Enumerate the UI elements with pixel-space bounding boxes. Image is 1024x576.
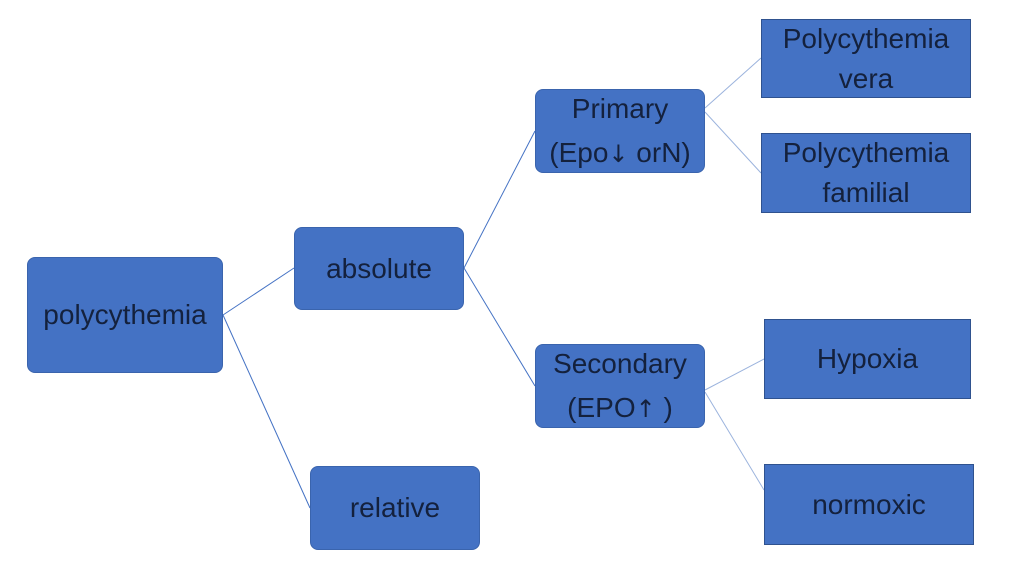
connector-absolute-primary xyxy=(463,130,536,269)
node-primary: Primary (Epo↓ orN) xyxy=(535,89,705,173)
node-vera-line1: Polycythemia xyxy=(782,22,950,54)
node-familial-line1: Polycythemia xyxy=(782,137,950,168)
connector-secondary-normoxic xyxy=(704,391,765,491)
node-polycythemia-vera: Polycythemia vera xyxy=(761,19,971,98)
node-absolute-label: absolute xyxy=(326,252,432,284)
arrow-down-icon: ↓ xyxy=(608,139,629,168)
connector-root-absolute xyxy=(222,267,295,316)
node-relative-label: relative xyxy=(349,492,441,523)
node-secondary-line2: (EPO↑ ) xyxy=(567,386,673,431)
connector-secondary-hypoxia xyxy=(704,358,765,391)
node-primary-line1: Primary xyxy=(571,92,669,124)
node-absolute: absolute xyxy=(294,227,464,310)
connector-primary-familial xyxy=(704,111,762,174)
node-primary-line2-a: (Epo xyxy=(549,136,609,168)
node-polycythemia-familial: Polycythemia familial xyxy=(761,133,971,213)
node-secondary-line2-a: (EPO xyxy=(567,391,636,423)
node-hypoxia-label: Hypoxia xyxy=(816,343,919,374)
node-hypoxia: Hypoxia xyxy=(764,319,971,399)
node-polycythemia-label: polycythemia xyxy=(43,299,207,330)
connector-absolute-secondary xyxy=(463,267,536,387)
node-normoxic: normoxic xyxy=(764,464,974,545)
arrow-up-icon: ↑ xyxy=(635,394,656,423)
connector-root-relative xyxy=(222,314,311,509)
connector-primary-vera xyxy=(704,57,762,109)
node-primary-line2-b: orN) xyxy=(628,136,691,168)
node-secondary-line2-b: ) xyxy=(655,391,673,423)
node-secondary-line1: Secondary xyxy=(553,347,687,379)
node-familial-line2: familial xyxy=(822,177,910,208)
node-relative: relative xyxy=(310,466,480,550)
node-primary-line2: (Epo↓ orN) xyxy=(549,131,691,176)
node-vera-line2: vera xyxy=(838,62,894,94)
node-normoxic-label: normoxic xyxy=(812,488,926,520)
node-secondary: Secondary (EPO↑ ) xyxy=(535,344,705,428)
node-polycythemia: polycythemia xyxy=(27,257,223,373)
